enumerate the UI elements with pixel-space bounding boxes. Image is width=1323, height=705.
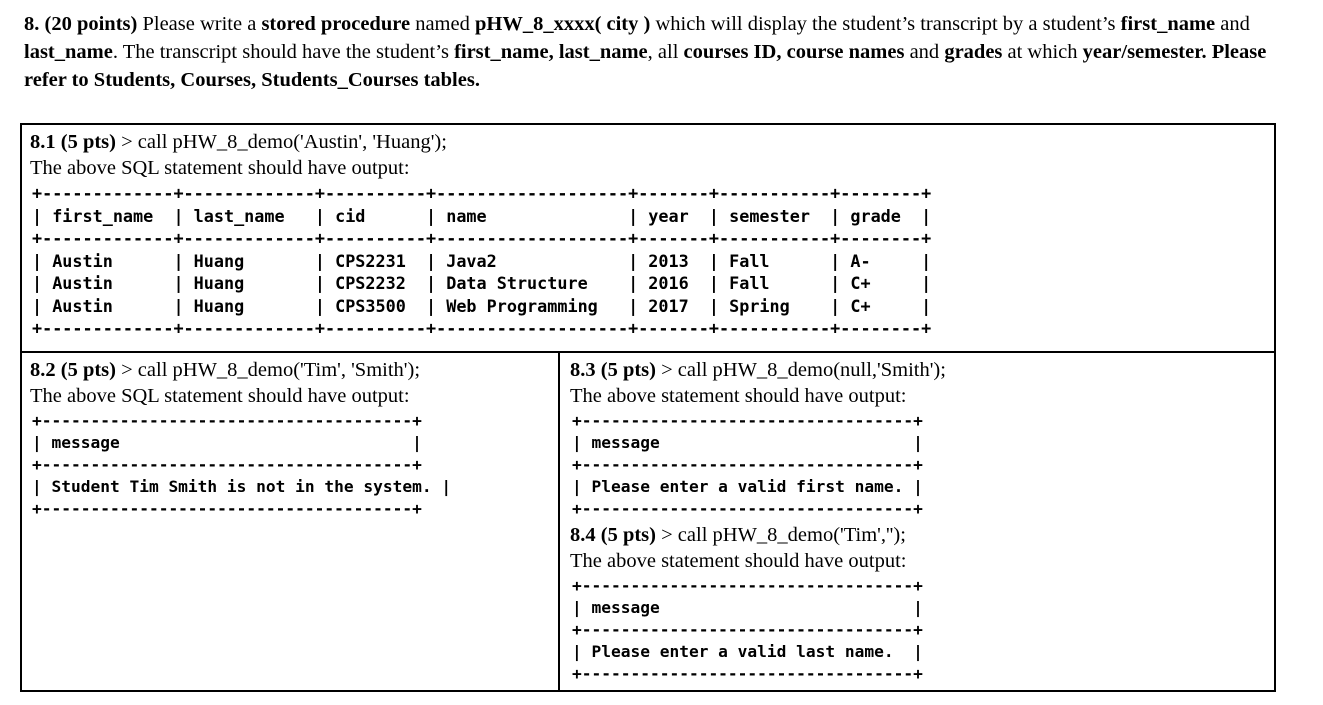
answer-box: 8.1 (5 pts) > call pHW_8_demo('Austin', … bbox=[20, 123, 1276, 692]
question-8-3-header: 8.3 (5 pts) > call pHW_8_demo(null,'Smit… bbox=[570, 357, 1274, 383]
question-8-2-number: 8.2 (5 pts) bbox=[30, 359, 116, 381]
output-table-8-3: +----------------------------------+ | m… bbox=[572, 411, 923, 518]
question-8-4-header: 8.4 (5 pts) > call pHW_8_demo('Tim',''); bbox=[570, 522, 1274, 548]
question-8-3-8-4-cell: 8.3 (5 pts) > call pHW_8_demo(null,'Smit… bbox=[560, 353, 1274, 690]
question-8-4-call: > call pHW_8_demo('Tim',''); bbox=[661, 524, 906, 546]
question-8-3-description: The above statement should have output: bbox=[570, 385, 907, 407]
question-8-4-number: 8.4 (5 pts) bbox=[570, 524, 656, 546]
output-table-8-2: +--------------------------------------+… bbox=[32, 411, 452, 518]
question-8-2-header: 8.2 (5 pts) > call pHW_8_demo('Tim', 'Sm… bbox=[30, 357, 558, 383]
question-8-1-number: 8.1 (5 pts) bbox=[30, 131, 116, 153]
question-prompt: 8. (20 points) Please write a stored pro… bbox=[24, 10, 1282, 94]
question-8-1-cell: 8.1 (5 pts) > call pHW_8_demo('Austin', … bbox=[22, 125, 1274, 353]
question-8-1-description: The above SQL statement should have outp… bbox=[30, 157, 410, 179]
prompt-text: 8. (20 points) Please write a stored pro… bbox=[24, 13, 1267, 91]
question-8-1-header: 8.1 (5 pts) > call pHW_8_demo('Austin', … bbox=[30, 129, 1274, 155]
question-8-3-number: 8.3 (5 pts) bbox=[570, 359, 656, 381]
bottom-row: 8.2 (5 pts) > call pHW_8_demo('Tim', 'Sm… bbox=[22, 353, 1274, 690]
question-8-2-description: The above SQL statement should have outp… bbox=[30, 385, 410, 407]
question-8-4-block: 8.4 (5 pts) > call pHW_8_demo('Tim','');… bbox=[570, 522, 1274, 685]
question-8-4-description: The above statement should have output: bbox=[570, 550, 907, 572]
output-table-8-1: +-------------+-------------+----------+… bbox=[32, 183, 932, 338]
question-8-2-cell: 8.2 (5 pts) > call pHW_8_demo('Tim', 'Sm… bbox=[22, 353, 560, 690]
question-8-2-call: > call pHW_8_demo('Tim', 'Smith'); bbox=[121, 359, 421, 381]
question-8-3-call: > call pHW_8_demo(null,'Smith'); bbox=[661, 359, 946, 381]
output-table-8-4: +----------------------------------+ | m… bbox=[572, 576, 923, 683]
question-8-1-call: > call pHW_8_demo('Austin', 'Huang'); bbox=[121, 131, 447, 153]
